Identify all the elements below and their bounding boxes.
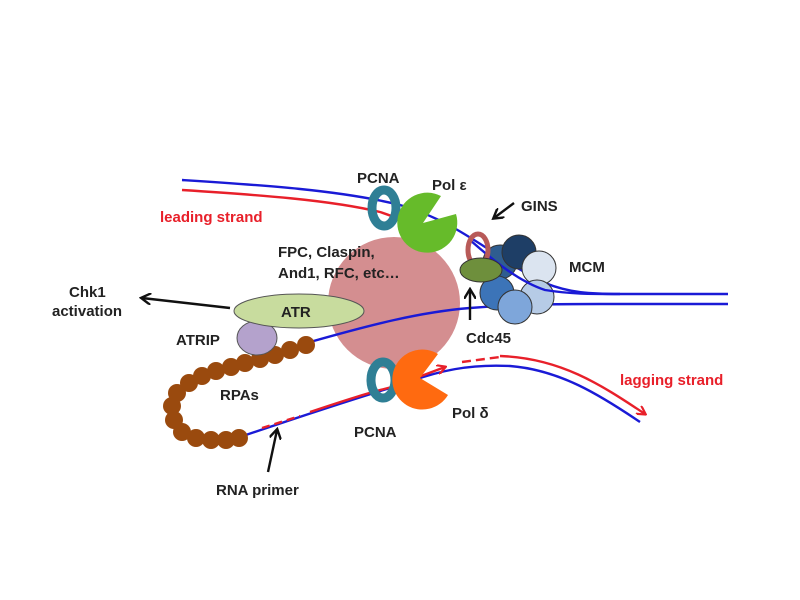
atr-shape [233,293,365,329]
chk1-label-line1: Chk1 [69,284,106,301]
pol-epsilon-label: Pol ε [432,177,467,194]
atr-label: ATR [281,304,311,321]
gins-arrow [494,202,515,218]
lagging-strand-label: lagging strand [620,372,723,389]
chk1-label-line2: activation [52,303,122,320]
rpa-beads [163,336,315,449]
mcm-complex [479,234,557,325]
pcna-top-ring [367,185,401,231]
rna-primer-arrow [266,430,277,473]
rpa-bead [202,431,220,449]
fpc-label-line2: And1, RFC, etc… [278,265,400,282]
atrip-label: ATRIP [176,332,220,349]
lagging-nascent-strand-right [499,354,645,414]
rna-primer-label: RNA primer [216,482,299,499]
pol-epsilon-shape [397,192,458,253]
rpa-bead [297,336,315,354]
rpas-label: RPAs [220,387,259,404]
pol-delta-label: Pol δ [452,405,489,422]
rpa-bead [236,354,254,372]
chk1-activation-arrow [142,298,231,310]
pcna-top-label: PCNA [357,170,400,187]
template-strand-through-mcm [469,239,621,296]
rpa-bead [281,341,299,359]
rpa-bead [230,429,248,447]
rna-primer-dash-upper [461,355,501,364]
rpa-bead [207,362,225,380]
fpc-label-line1: FPC, Claspin, [278,244,375,261]
mcm-subunit [497,289,533,325]
gins-label: GINS [521,198,558,215]
rpa-bead [180,374,198,392]
lagging-template-strand-lower [239,364,641,439]
mcm-label: MCM [569,259,605,276]
rpa-bead [222,358,240,376]
rna-primer-dash-lower [261,414,301,430]
leading-strand-label: leading strand [160,209,263,226]
pcna-bottom-label: PCNA [354,424,397,441]
fpc-complex-circle [328,237,460,369]
rpa-bead [173,423,191,441]
leading-template-strand [181,178,728,296]
cdc45-shape [459,257,503,283]
pol-delta-shape [392,349,448,410]
rpa-bead [163,397,181,415]
cdc45-label: Cdc45 [466,330,511,347]
rpa-bead [187,429,205,447]
